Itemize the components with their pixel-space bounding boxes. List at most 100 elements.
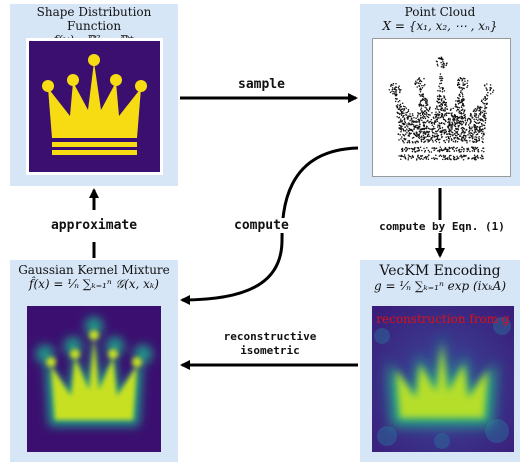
cloud-point — [457, 79, 459, 82]
cloud-point — [483, 127, 486, 130]
cloud-point — [475, 114, 478, 116]
cloud-point — [473, 120, 476, 123]
gaussian-kernel-image — [27, 306, 161, 452]
cloud-point — [433, 158, 436, 161]
cloud-point — [404, 126, 406, 129]
cloud-point — [420, 80, 423, 83]
cloud-point — [484, 107, 486, 109]
cloud-point — [392, 82, 395, 85]
cloud-point — [398, 88, 401, 90]
cloud-point — [408, 127, 410, 130]
cloud-point — [420, 104, 423, 107]
cloud-point — [403, 154, 406, 156]
cloud-point — [455, 127, 457, 130]
cloud-point — [427, 141, 429, 143]
cloud-point — [464, 139, 466, 142]
cloud-point — [428, 130, 430, 133]
cloud-point — [484, 118, 487, 120]
crown-solid-graphic — [29, 41, 160, 172]
cloud-point — [459, 120, 462, 122]
cloud-point — [486, 94, 489, 97]
cloud-point — [477, 116, 479, 119]
cloud-point — [401, 108, 404, 110]
cloud-point — [443, 132, 446, 135]
cloud-point — [441, 103, 443, 105]
point-cloud-panel: Point Cloud X = {x₁, x₂, ⋯ , xₙ} — [360, 4, 520, 186]
cloud-point — [399, 112, 401, 115]
cloud-point — [445, 63, 448, 65]
cloud-point — [411, 140, 414, 143]
cloud-point — [408, 140, 411, 142]
cloud-point — [400, 130, 402, 133]
cloud-point — [403, 112, 405, 114]
cloud-point — [444, 98, 447, 101]
cloud-point — [472, 135, 474, 137]
cloud-point — [473, 148, 476, 151]
cloud-point — [479, 127, 481, 130]
cloud-point — [445, 130, 448, 133]
cloud-point — [434, 130, 437, 133]
cloud-point — [492, 91, 494, 93]
cloud-point — [425, 136, 427, 138]
cloud-point — [463, 116, 466, 119]
cloud-point — [436, 95, 439, 97]
cloud-point — [480, 154, 483, 157]
cloud-point — [443, 148, 446, 150]
cloud-point — [440, 106, 442, 108]
cloud-point — [427, 133, 430, 136]
reconstructive-label-line1: reconstructive — [223, 330, 317, 343]
cloud-point — [425, 107, 427, 109]
cloud-point — [416, 86, 418, 88]
cloud-point — [407, 135, 410, 137]
cloud-point — [407, 157, 410, 159]
cloud-point — [462, 150, 465, 153]
cloud-point — [411, 137, 414, 139]
cloud-point — [443, 96, 446, 98]
cloud-point — [447, 112, 450, 114]
cloud-point — [476, 154, 479, 157]
cloud-point — [392, 84, 394, 86]
cloud-point — [464, 124, 467, 126]
cloud-point — [447, 137, 450, 140]
cloud-point — [446, 138, 448, 141]
cloud-point — [445, 148, 447, 150]
cloud-point — [438, 150, 441, 153]
cloud-point — [447, 141, 450, 143]
cloud-point — [475, 110, 477, 112]
cloud-point — [413, 125, 415, 128]
point-cloud-formula: X = {x₁, x₂, ⋯ , xₙ} — [382, 19, 498, 33]
cloud-point — [448, 156, 450, 158]
cloud-point — [473, 110, 475, 112]
cloud-point — [440, 78, 442, 80]
cloud-point — [479, 130, 481, 133]
cloud-point — [422, 93, 424, 96]
cloud-point — [401, 136, 403, 138]
cloud-point — [414, 141, 416, 143]
cloud-point — [450, 109, 452, 111]
cloud-point — [431, 131, 434, 134]
cloud-point — [453, 156, 456, 159]
cloud-point — [400, 88, 402, 91]
cloud-point — [414, 133, 416, 135]
cloud-point — [483, 150, 485, 153]
cloud-point — [457, 78, 460, 80]
cloud-point — [485, 94, 488, 96]
cloud-point — [439, 154, 442, 156]
cloud-point — [453, 158, 456, 161]
cloud-point — [467, 134, 469, 136]
cloud-point — [435, 117, 437, 119]
cloud-point — [418, 119, 421, 121]
cloud-point — [477, 119, 479, 122]
shape-function-panel: Shape Distribution Function f(x) : ℝ² → … — [10, 4, 178, 186]
cloud-point — [458, 121, 461, 123]
cloud-point — [482, 110, 484, 112]
cloud-point — [452, 107, 454, 110]
cloud-point — [485, 98, 487, 101]
cloud-point — [453, 133, 456, 135]
reconstructive-label-line2: isometric — [240, 344, 300, 357]
cloud-point — [399, 128, 402, 130]
cloud-point — [481, 132, 483, 135]
cloud-point — [459, 148, 461, 151]
cloud-point — [398, 121, 400, 124]
cloud-point — [403, 148, 406, 151]
